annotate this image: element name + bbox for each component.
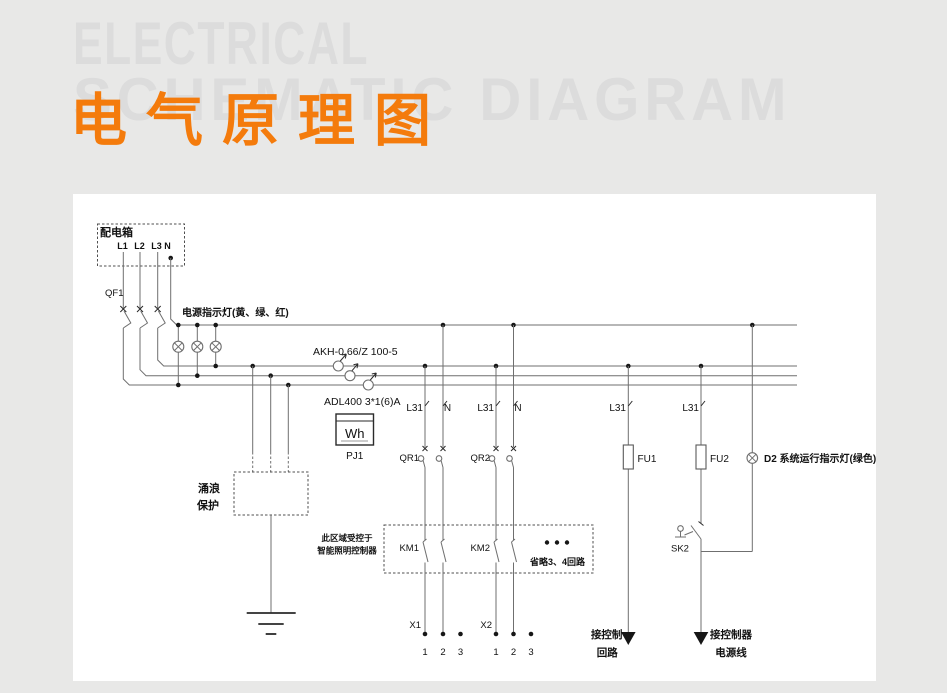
phase-l1-label: L1 [117, 241, 128, 251]
branch-d2-lamp: D2 系统运行指示灯(绿色) [701, 322, 876, 552]
zone-note-line2: 智能照明控制器 [316, 546, 377, 556]
terminal-number: 3 [458, 647, 463, 658]
lamp-icon [172, 340, 185, 353]
l31-label: L31 [682, 403, 699, 414]
power-lamps-note: 电源指示灯(黄、绿、红) [182, 306, 289, 319]
terminal-number: 2 [440, 647, 445, 658]
lamp-icon [191, 340, 204, 353]
omitted-circuits-note: 省略3、4回路 [529, 556, 586, 567]
arrow-down-icon [693, 632, 709, 645]
lamp-icon [209, 340, 222, 353]
arrow-down-icon [621, 632, 636, 645]
ground-icon [246, 612, 296, 635]
phase-l2-label: L2 [134, 241, 145, 251]
ct-icon [332, 353, 347, 372]
x2-label: X2 [480, 620, 492, 631]
switch-sk2-icon [675, 521, 704, 540]
terminal-number: 1 [422, 647, 427, 658]
branch-fu2-sk2: L31 FU2 SK2 接控制器 电源线 [671, 363, 752, 659]
lighting-controller-zone: 此区域受控于 智能照明控制器 KM1 KM2 省略3、4回路 [316, 524, 594, 634]
phase-l3-label: L3 [151, 241, 162, 251]
distribution-box-label: 配电箱 [100, 225, 133, 239]
to-controller-power-line1: 接控制器 [710, 628, 752, 641]
branch-qr2: L31 N QR2 [470, 322, 522, 540]
schematic-panel: 配电箱 L1 L2 L3 N QF1 电源指示灯(黄、绿、红) [73, 194, 876, 681]
ellipsis-dots [544, 540, 570, 545]
qr1-label: QR1 [399, 453, 419, 464]
meter-ref-label: PJ1 [346, 451, 364, 462]
sk2-label: SK2 [671, 544, 689, 555]
watermark-line-2: SCHEMATIC DIAGRAM [73, 66, 792, 133]
n-label: N [514, 403, 521, 414]
terminal-number: 3 [528, 647, 533, 658]
qr2-label: QR2 [470, 453, 490, 464]
l31-label: L31 [477, 403, 494, 414]
power-indicator-lamps: 电源指示灯(黄、绿、红) [172, 306, 289, 388]
fuse-icon [622, 444, 634, 470]
meter-model-label: ADL400 3*1(6)A [324, 396, 400, 408]
phase-n-label: N [164, 241, 171, 251]
ct-icon [362, 372, 377, 391]
breaker-qf1: QF1 [105, 288, 162, 313]
ct-icon [344, 363, 359, 382]
surge-protector: 涌浪 保护 [196, 363, 309, 635]
branch-fu1: L31 FU1 接控制 回路 [591, 363, 657, 659]
fuse-icon [695, 444, 707, 470]
zone-note-line1: 此区域受控于 [321, 533, 373, 543]
energy-meter: ADL400 3*1(6)A Wh PJ1 [324, 396, 400, 462]
watermark-line-1: ELECTRICAL [73, 10, 369, 77]
current-transformers: AKH-0.66/Z 100-5 [313, 346, 398, 391]
fu2-label: FU2 [710, 454, 729, 465]
n-label: N [444, 403, 451, 414]
surge-label-line2: 保护 [196, 498, 219, 512]
km2-label: KM2 [470, 543, 490, 554]
to-control-circuit-line1: 接控制 [591, 628, 623, 641]
qf1-label: QF1 [105, 288, 123, 299]
surge-label-line1: 涌浪 [198, 481, 220, 495]
l31-label: L31 [609, 403, 626, 414]
km1-label: KM1 [399, 543, 419, 554]
terminal-number: 2 [511, 647, 516, 658]
distribution-box: 配电箱 L1 L2 L3 N [97, 223, 185, 267]
to-controller-power-line2: 电源线 [715, 646, 747, 659]
lamp-icon [746, 452, 759, 464]
ct-model-label: AKH-0.66/Z 100-5 [313, 346, 398, 358]
meter-display: Wh [345, 426, 365, 441]
to-control-circuit-line2: 回路 [597, 646, 618, 659]
x1-label: X1 [409, 620, 421, 631]
l31-label: L31 [406, 403, 423, 414]
terminal-strip-x1: X1 1 2 3 [409, 620, 463, 658]
electrical-schematic: 配电箱 L1 L2 L3 N QF1 电源指示灯(黄、绿、红) [97, 223, 876, 659]
feeders [122, 252, 797, 386]
d2-note: D2 系统运行指示灯(绿色) [764, 452, 876, 465]
terminal-number: 1 [493, 647, 498, 658]
branch-qr1: L31 N QR1 [399, 322, 451, 540]
terminal-strip-x2: X2 1 2 3 [480, 620, 533, 658]
page-title: 电气原理图 [70, 89, 450, 153]
fu1-label: FU1 [638, 454, 657, 465]
